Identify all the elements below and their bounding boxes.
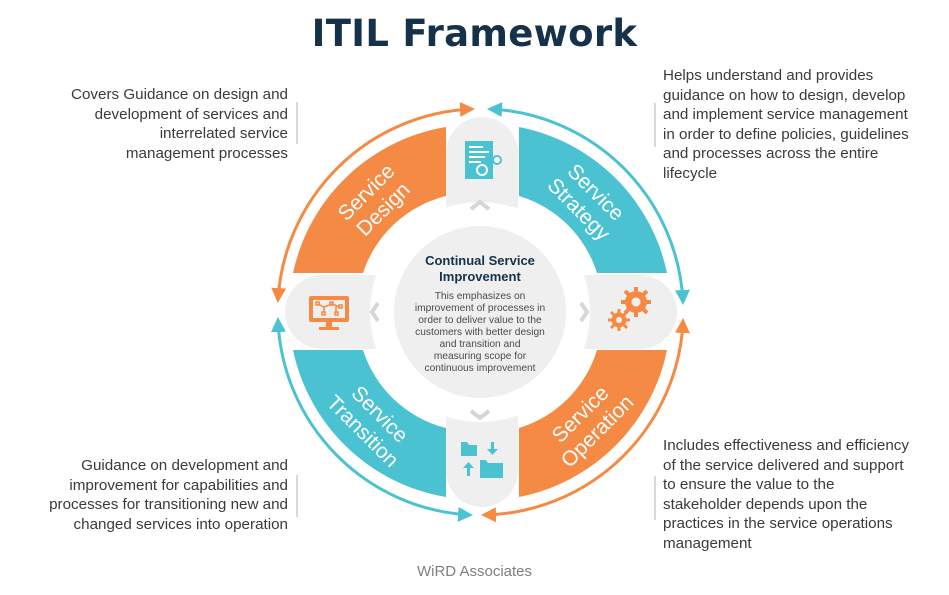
desc-line: to ensure the value to the bbox=[663, 476, 835, 493]
center-title-line1: Continual Service bbox=[425, 253, 535, 268]
desc-line: Includes effectiveness and efficiency bbox=[663, 437, 909, 454]
desc-line: changed services into operation bbox=[73, 515, 288, 533]
desc-line: in order to define policies, guidelines bbox=[663, 125, 909, 143]
desc-line: and processes across the entire bbox=[663, 145, 879, 162]
center-text-line: improvement of processes in bbox=[415, 303, 545, 314]
description-service-strategy: Helps understand and provides guidance o… bbox=[663, 66, 949, 183]
arrow-arc-operation bbox=[481, 318, 690, 523]
desc-line: Helps understand and provides bbox=[663, 67, 874, 84]
chevron-up-icon bbox=[469, 199, 491, 211]
desc-line: guidance on how to design, develop bbox=[663, 86, 906, 104]
page-title: ITIL Framework bbox=[311, 12, 638, 55]
desc-line: development of services and bbox=[94, 105, 288, 123]
desc-line: interrelated service bbox=[159, 125, 288, 142]
desc-line: stakeholder depends upon the bbox=[663, 495, 868, 513]
arrow-arc-transition bbox=[270, 317, 473, 522]
center-text-line: This emphasizes on bbox=[435, 291, 526, 302]
gears-icon bbox=[608, 287, 651, 331]
monitor-network-icon bbox=[309, 296, 349, 330]
arrow-arc-design bbox=[271, 102, 475, 303]
center-text-line: and transition and bbox=[440, 339, 521, 350]
desc-line: improvement for capabilities and bbox=[69, 476, 288, 494]
desc-line: management processes bbox=[125, 144, 288, 162]
chevron-left-icon bbox=[369, 301, 380, 323]
desc-line: of the service delivered and support bbox=[663, 456, 904, 474]
center-title-line2: Improvement bbox=[439, 269, 521, 284]
desc-line: practices in the service operations bbox=[663, 515, 893, 532]
center-text-line: measuring scope for bbox=[434, 351, 527, 362]
chevron-down-icon bbox=[469, 409, 491, 421]
desc-line: and implement service management bbox=[663, 106, 908, 123]
description-service-transition: Guidance on development and improvement … bbox=[0, 456, 288, 534]
description-service-operation: Includes effectiveness and efficiency of… bbox=[663, 436, 949, 553]
description-service-design: Covers Guidance on design and developmen… bbox=[18, 85, 288, 163]
desc-line: management bbox=[663, 534, 752, 552]
footer-attribution: WiRD Associates bbox=[416, 563, 533, 580]
center-text-line: customers with better design bbox=[415, 327, 545, 338]
desc-line: Guidance on development and bbox=[81, 457, 288, 474]
folder-transfer-icon bbox=[461, 442, 503, 478]
center-text-line: continuous improvement bbox=[425, 363, 536, 374]
desc-line: Covers Guidance on design and bbox=[71, 86, 288, 103]
document-gear-icon bbox=[465, 141, 502, 179]
arrow-arc-strategy bbox=[487, 102, 690, 305]
desc-line: processes for transitioning new and bbox=[49, 496, 288, 513]
chevron-right-icon bbox=[579, 301, 590, 323]
center-text-line: order to deliver value to the bbox=[418, 315, 542, 326]
